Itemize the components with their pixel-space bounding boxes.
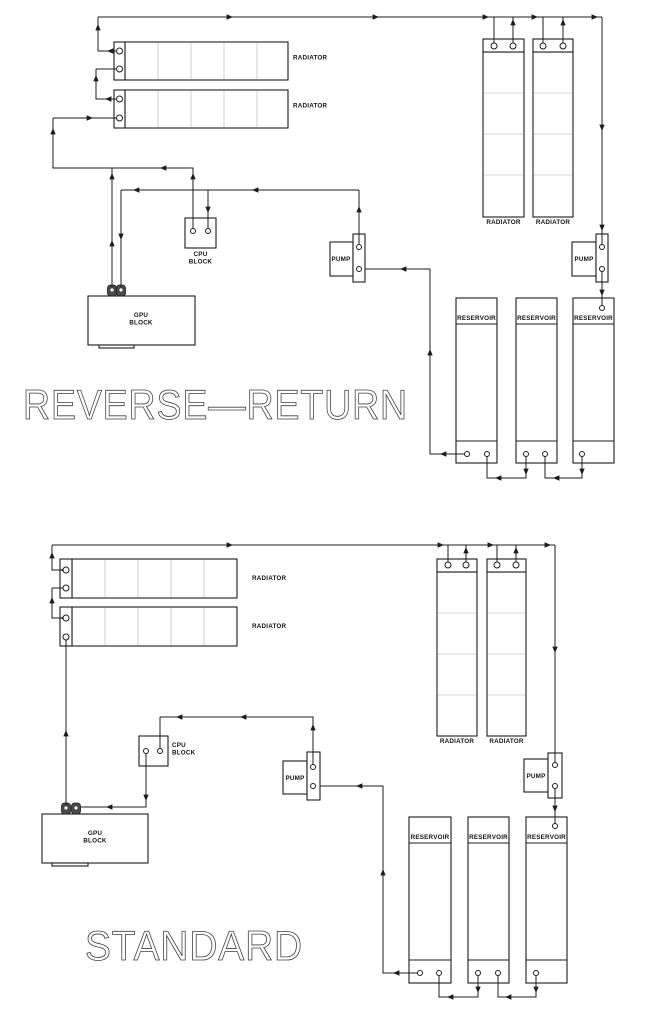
diagram-reverse-return: RADIATOR RADIATOR RADIATOR RADIATOR CPU … [23, 14, 615, 481]
radiator-label: RADIATOR [489, 738, 524, 745]
pump-label: PUMP [286, 775, 305, 782]
pump-left [282, 751, 321, 801]
reservoir-1 [408, 816, 452, 984]
title-reverse-return: REVERSE—RETURN [23, 381, 408, 428]
cpu-block [184, 217, 217, 249]
cpu-block-label: CPU [194, 251, 208, 258]
pump-right [571, 233, 609, 283]
gpu-block-label: BLOCK [83, 838, 107, 845]
reservoir-label: RESERVOIR [411, 834, 450, 841]
reservoir-label: RESERVOIR [527, 834, 566, 841]
radiator-vertical-1 [436, 558, 478, 737]
gpu-block-label: BLOCK [129, 320, 153, 327]
reservoir-3 [525, 816, 568, 984]
reservoir-3 [572, 297, 615, 464]
reservoir-1 [455, 297, 498, 464]
gpu-block-label: GPU [134, 312, 148, 319]
pump-label: PUMP [332, 256, 351, 263]
radiator-label: RADIATOR [536, 219, 571, 226]
gpu-block [41, 802, 149, 867]
title-standard: STANDARD [85, 922, 303, 969]
cpu-block-label: CPU [172, 742, 186, 749]
radiator-horizontal-1 [59, 558, 238, 599]
radiator-vertical-2 [486, 558, 527, 737]
flow-lines-standard [51, 544, 556, 998]
pump-right [523, 752, 563, 799]
radiator-label: RADIATOR [252, 623, 287, 630]
diagram-standard: RADIATOR RADIATOR RADIATOR RADIATOR CPU … [41, 542, 568, 1000]
cpu-block-label: BLOCK [172, 750, 196, 757]
reservoir-label: RESERVOIR [574, 315, 613, 322]
ports-standard [62, 561, 558, 976]
reservoir-label: RESERVOIR [469, 834, 508, 841]
reservoir-2 [467, 816, 510, 984]
pump-label: PUMP [575, 256, 594, 263]
reservoir-label: RESERVOIR [457, 315, 496, 322]
radiator-label: RADIATOR [440, 738, 475, 745]
radiator-horizontal-1 [113, 41, 289, 81]
pump-label: PUMP [527, 773, 546, 780]
gpu-block [87, 284, 196, 349]
radiator-label: RADIATOR [293, 103, 328, 110]
radiator-label: RADIATOR [486, 219, 521, 226]
radiator-label: RADIATOR [252, 575, 287, 582]
radiator-horizontal-2 [59, 606, 238, 647]
radiator-vertical-2 [532, 38, 574, 218]
ports-reverse-return [116, 42, 605, 457]
radiator-horizontal-2 [113, 89, 289, 129]
reservoir-label: RESERVOIR [517, 315, 556, 322]
flow-lines-reverse-return [52, 16, 603, 479]
radiator-vertical-1 [482, 38, 525, 218]
radiator-label: RADIATOR [293, 55, 328, 62]
gpu-block-label: GPU [88, 830, 102, 837]
cpu-block-label: BLOCK [189, 259, 213, 266]
reservoir-2 [515, 297, 558, 464]
